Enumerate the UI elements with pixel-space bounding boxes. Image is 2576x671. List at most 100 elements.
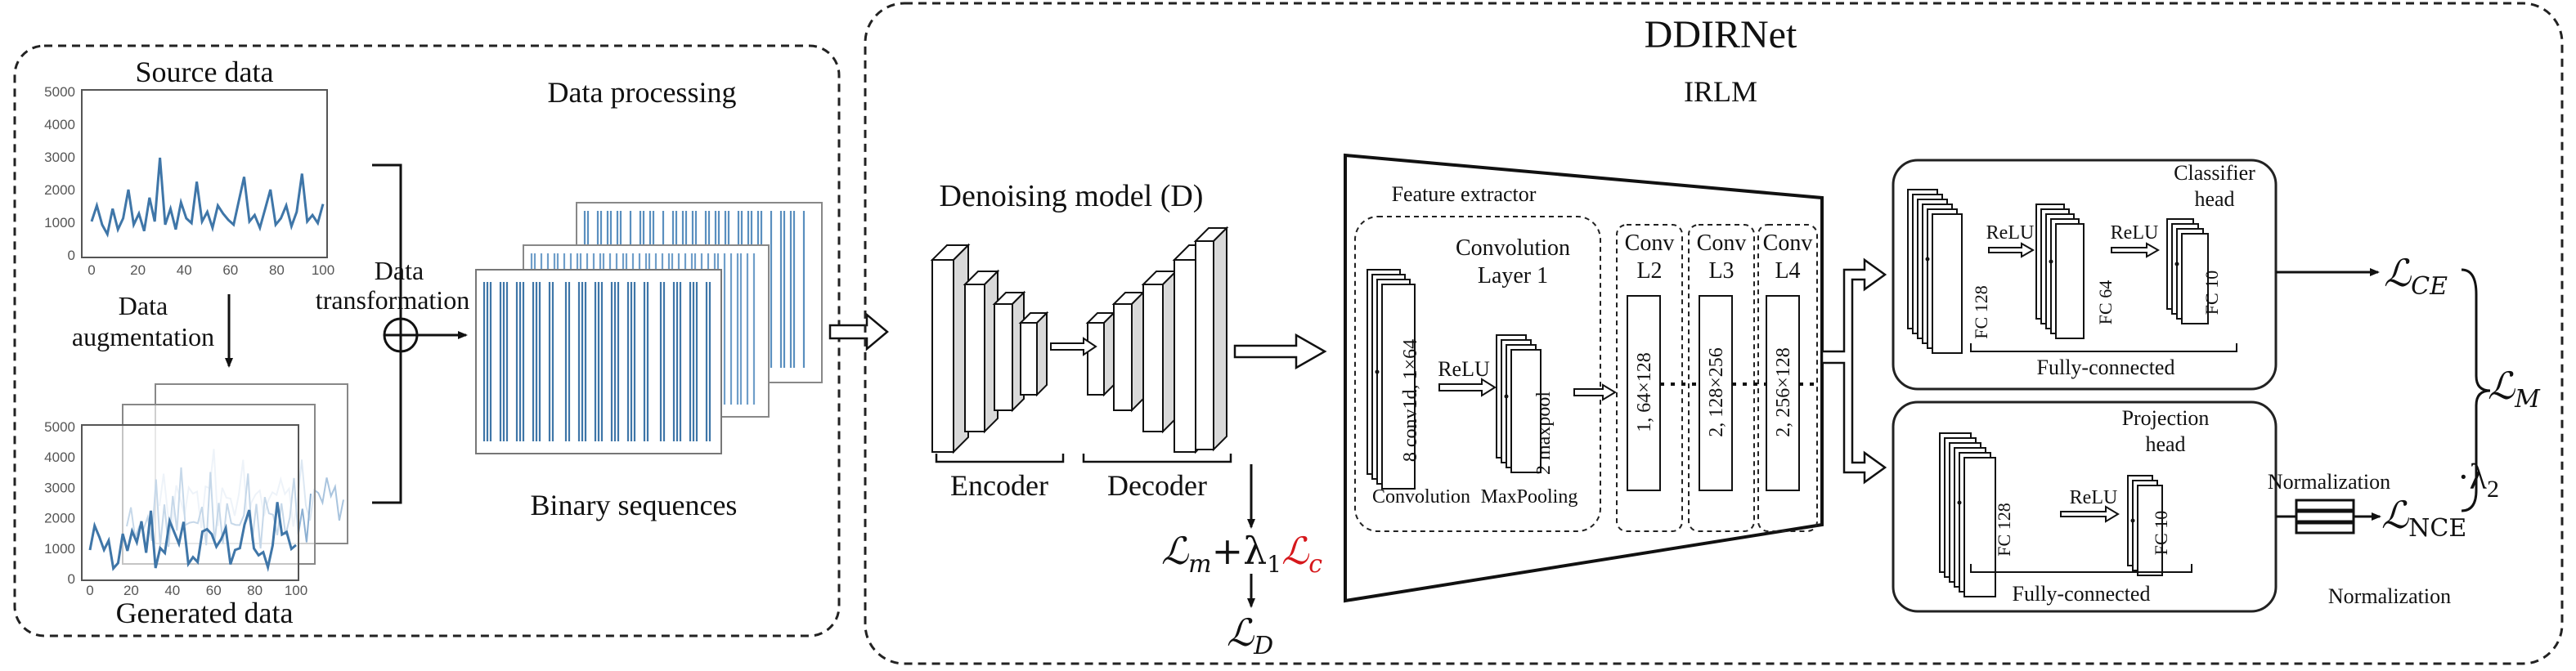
conv-l2-dims: 1, 64×128 <box>1634 352 1655 432</box>
maxpool-label: 2 maxpool <box>1533 391 1555 475</box>
feature-extractor-label: Feature extractor <box>1392 182 1537 206</box>
feature-extractor-trapezoid <box>1344 153 1824 603</box>
conv-l4-label-2: L4 <box>1775 258 1800 284</box>
loss-nce: ℒNCE <box>2381 493 2466 543</box>
tick-label: 60 <box>206 583 222 598</box>
maxpooling-caption: MaxPooling <box>1481 486 1578 508</box>
classifier-fc64-stack <box>2035 204 2085 339</box>
conv-l2-label-1: Conv <box>1625 230 1675 256</box>
conv-l3 <box>1688 224 1755 532</box>
tick-label: 4000 <box>44 117 75 132</box>
classifier-head-label-2: head <box>2194 187 2234 211</box>
decoder-label: Decoder <box>1107 469 1207 502</box>
source-data-title: Source data <box>136 56 274 88</box>
skip-arrow <box>1050 337 1097 356</box>
projection-fc128-label: FC 128 <box>1994 503 2014 556</box>
classifier-fc128-stack <box>1907 189 1963 354</box>
classifier-head-box <box>1892 159 2278 391</box>
binary-sequence-plots <box>475 202 823 454</box>
denoising-model-title: Denoising model (D) <box>940 179 1204 213</box>
transformation-label-1: Data <box>375 256 424 285</box>
transformation-label-2: transformation <box>316 285 469 315</box>
projection-fc128-stack <box>1939 432 1996 597</box>
tick-label: 80 <box>247 583 263 598</box>
panel-transition-arrow <box>828 312 889 351</box>
tick-label: 0 <box>68 571 75 587</box>
tick-label: 100 <box>285 583 307 598</box>
relu-label-1: ReLU <box>1438 357 1490 381</box>
classifier-relu-arrow-2 <box>2111 242 2161 258</box>
conv-l2-label-2: L2 <box>1636 258 1662 284</box>
tick-label: 3000 <box>44 150 75 165</box>
tick-label: 3000 <box>44 480 75 495</box>
tick-label: 1000 <box>44 541 75 557</box>
convolution-caption: Convolution <box>1372 486 1470 508</box>
to-feature-extractor-arrow <box>1233 333 1327 370</box>
conv1d-label: 8 conv1d, 1×64 <box>1400 339 1421 462</box>
data-processing-title: Data processing <box>548 76 737 109</box>
tick-label: 40 <box>164 583 180 598</box>
to-l2-arrow <box>1573 383 1617 401</box>
conv-layer1-label-2: Layer 1 <box>1478 263 1548 289</box>
conv-l3-label-1: Conv <box>1697 230 1747 256</box>
loss-m-lambda-c: ℒm+λ1ℒc <box>1161 529 1322 579</box>
tick-label: 5000 <box>44 419 75 435</box>
classifier-fc-bracket <box>1970 343 2237 352</box>
tick-label: 80 <box>269 262 285 278</box>
tick-label: 100 <box>312 262 334 278</box>
loss-ce: ℒCE <box>2384 251 2448 301</box>
projection-head-box <box>1892 400 2278 613</box>
loss-combine-bracket <box>2461 268 2491 512</box>
conv-l4-label-1: Conv <box>1763 230 1813 256</box>
conv-layer1-label-1: Convolution <box>1456 235 1570 261</box>
relu-arrow-1 <box>1438 378 1497 397</box>
maxpool-stack <box>1496 334 1542 473</box>
tick-label: 1000 <box>44 215 75 230</box>
binary-sequences-title: Binary sequences <box>531 489 738 521</box>
tick-label: 40 <box>177 262 192 278</box>
encoder-label: Encoder <box>950 469 1048 502</box>
conv-l4-dims: 2, 256×128 <box>1773 347 1794 437</box>
conv-l2 <box>1616 224 1683 532</box>
classifier-fc10-label: FC 10 <box>2201 271 2222 315</box>
projection-head-label-2: head <box>2145 432 2185 456</box>
projection-fully-connected: Fully-connected <box>2013 582 2151 606</box>
classifier-fully-connected: Fully-connected <box>2037 356 2175 379</box>
augmentation-label-1: Data <box>119 291 168 320</box>
classifier-fc10-stack <box>2166 218 2209 324</box>
encoder-bracket <box>935 454 1065 463</box>
tick-label: 0 <box>68 248 75 263</box>
data-processing-panel <box>13 44 841 637</box>
classifier-fc64-label: FC 64 <box>2095 280 2116 324</box>
classifier-relu-1: ReLU <box>1986 222 2035 244</box>
projection-relu: ReLU <box>2070 487 2118 508</box>
projection-relu-arrow <box>2060 505 2120 523</box>
fork-arrows <box>1820 257 1887 485</box>
loss-m: ℒM <box>2488 364 2541 414</box>
tick-label: 60 <box>222 262 238 278</box>
conv1d-stack <box>1367 269 1416 490</box>
tick-label: 0 <box>88 262 95 278</box>
normalization-label-top: Normalization <box>2268 470 2390 494</box>
projection-fc10-label: FC 10 <box>2151 511 2171 555</box>
conv-l3-dims: 2, 128×256 <box>1706 347 1727 437</box>
classifier-fc128-label: FC 128 <box>1971 285 1991 338</box>
projection-fc-bracket <box>1970 564 2192 573</box>
conv-l4 <box>1757 224 1818 532</box>
lambda2: ·λ2 <box>2457 457 2499 503</box>
projection-head-label-1: Projection <box>2122 406 2210 430</box>
ddirnet-panel <box>864 2 2564 665</box>
classifier-relu-arrow-1 <box>1988 242 2035 258</box>
generated-data-title: Generated data <box>116 597 294 629</box>
decoder-bracket <box>1082 454 1232 463</box>
tick-label: 2000 <box>44 511 75 526</box>
tick-label: 2000 <box>44 182 75 198</box>
normalization-block <box>2295 499 2355 535</box>
projection-fc10-stack <box>2127 475 2163 576</box>
encoder-blocks <box>930 243 1049 454</box>
tick-label: 20 <box>130 262 146 278</box>
tick-label: 0 <box>86 583 93 598</box>
tick-label: 20 <box>123 583 139 598</box>
